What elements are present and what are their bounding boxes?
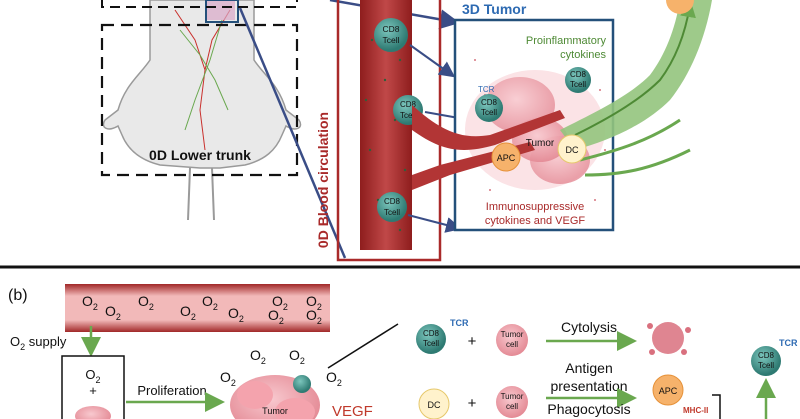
svg-text:Tcell: Tcell	[758, 361, 774, 370]
tumor-zoom-box	[205, 0, 239, 23]
dc-cell-row2: DC	[418, 388, 450, 419]
arrow-tcell-to-tumor-1	[409, 44, 456, 78]
apc-cell-row2: APC	[652, 374, 684, 406]
svg-text:Tcell: Tcell	[423, 339, 439, 348]
tumor-cell-row2: Tumor cell	[496, 386, 528, 418]
svg-text:Tcell: Tcell	[384, 208, 400, 217]
equation-o2: O2	[85, 367, 100, 385]
mhc-label: MHC-II	[683, 406, 708, 415]
cd8-tcell-vessel-1: CD8 Tcell	[374, 18, 408, 52]
svg-text:O2: O2	[289, 347, 305, 366]
svg-text:Tcell: Tcell	[400, 111, 416, 120]
blood-circulation-label: 0D Blood circulation	[315, 112, 331, 248]
tcr-label-row1: TCR	[450, 318, 469, 328]
zoom-connector	[327, 323, 399, 369]
svg-text:CD8: CD8	[481, 98, 498, 107]
dc-cell-tumor: DC	[557, 134, 587, 164]
svg-text:APC: APC	[497, 153, 516, 163]
cd8-tcell-tumor-1: CD8 Tcell	[475, 94, 503, 122]
svg-text:cell: cell	[506, 340, 518, 349]
svg-text:Tcell: Tcell	[382, 35, 399, 45]
cd8-tcell-right: CD8 Tcell	[751, 346, 781, 376]
proliferation-label: Proliferation	[137, 383, 206, 398]
phagocytosis-label: Phagocytosis	[547, 401, 630, 417]
svg-text:Tcell: Tcell	[481, 108, 497, 117]
vegf-label: VEGF	[332, 403, 373, 419]
cd8-tcell-vessel-3: CD8 Tcell	[377, 192, 407, 222]
panel-a: 0D Lower trunk 0D Blood circulation CD8 …	[100, 0, 712, 262]
svg-text:O2: O2	[326, 369, 342, 388]
svg-text:CD8: CD8	[384, 197, 401, 206]
svg-text:DC: DC	[566, 145, 579, 155]
svg-text:O2: O2	[250, 347, 266, 366]
svg-text:O2: O2	[306, 307, 322, 326]
bracket-row2	[712, 394, 721, 419]
antigen-label-2: presentation	[550, 378, 627, 394]
svg-text:O2: O2	[306, 293, 322, 312]
svg-text:O2: O2	[138, 293, 154, 312]
upper-dashed-box	[101, 0, 298, 8]
arrow-tcell-to-tumor-3	[407, 214, 462, 233]
proinflammatory-label-1: Proinflammatory	[526, 35, 607, 47]
o2-molecules-tumor: O2 O2 O2 O2	[220, 347, 342, 388]
lower-trunk-box	[100, 23, 299, 177]
svg-text:Tumor: Tumor	[262, 406, 288, 416]
apc-cell-tumor: APC	[491, 142, 521, 172]
svg-text:CD8: CD8	[758, 351, 775, 360]
svg-text:cell: cell	[506, 402, 518, 411]
svg-text:CD8: CD8	[400, 100, 417, 109]
svg-text:O2: O2	[82, 293, 98, 312]
svg-text:O2: O2	[228, 305, 244, 324]
vessel-branch	[412, 105, 565, 150]
lysed-tumor-cell	[647, 322, 691, 355]
tcr-label-tumor: TCR	[478, 85, 495, 94]
svg-text:CD8: CD8	[382, 24, 399, 34]
cd8-tcell-tumor-2: CD8 Tcell	[565, 67, 591, 93]
o2-supply-label: O2 supply	[10, 334, 67, 352]
apc-top-cell	[666, 0, 694, 14]
svg-text:O2: O2	[268, 307, 284, 326]
proinflammatory-label-2: cytokines	[560, 49, 606, 61]
svg-text:O2: O2	[272, 293, 288, 312]
svg-text:CD8: CD8	[423, 329, 440, 338]
panel-b-label: (b)	[8, 287, 28, 304]
mouse-lower-body-illustration	[102, 0, 302, 221]
svg-text:CD8: CD8	[570, 70, 587, 79]
tumor-cell-row1: Tumor cell	[496, 324, 528, 356]
svg-text:APC: APC	[659, 386, 678, 396]
svg-text:O2: O2	[180, 303, 196, 322]
svg-text:DC: DC	[428, 400, 441, 410]
tumor-3d-label: 3D Tumor	[462, 1, 527, 17]
panel-b: (b) O2 O2 O2 O2 O2 O2 O2 O2 O2 O2 O2 sup…	[8, 284, 798, 419]
svg-text:Tcell: Tcell	[570, 80, 586, 89]
cd8-tcell-row1: CD8 Tcell	[416, 324, 446, 354]
o2-molecules-vessel: O2 O2 O2 O2 O2 O2 O2 O2 O2 O2	[82, 293, 322, 326]
tcr-label-right: TCR	[779, 338, 798, 348]
svg-text:O2: O2	[220, 369, 236, 388]
connector-to-circulation	[238, 7, 347, 259]
equation-tumor-cell	[75, 406, 111, 419]
horizontal-vessel	[65, 284, 330, 332]
svg-text:O2: O2	[105, 303, 121, 322]
svg-text:Tumor: Tumor	[501, 392, 524, 401]
tumor-mass-b: Tumor	[230, 375, 320, 419]
plus-row1: +	[468, 333, 477, 350]
lymphatic-vessel	[560, 0, 712, 177]
tumor-cell-label: Tumor	[526, 138, 555, 149]
tumor-site-marker	[205, 0, 235, 20]
svg-text:O2: O2	[202, 293, 218, 312]
immunosuppressive-label-1: Immunosuppressive	[486, 201, 584, 213]
cytolysis-label: Cytolysis	[561, 319, 617, 335]
equation-plus: +	[89, 383, 97, 398]
plus-row2: +	[468, 395, 477, 412]
immunosuppressive-label-2: cytokines and VEGF	[485, 215, 586, 227]
antigen-label-1: Antigen	[565, 360, 612, 376]
lower-trunk-label: 0D Lower trunk	[149, 147, 251, 163]
svg-text:Tumor: Tumor	[501, 330, 524, 339]
